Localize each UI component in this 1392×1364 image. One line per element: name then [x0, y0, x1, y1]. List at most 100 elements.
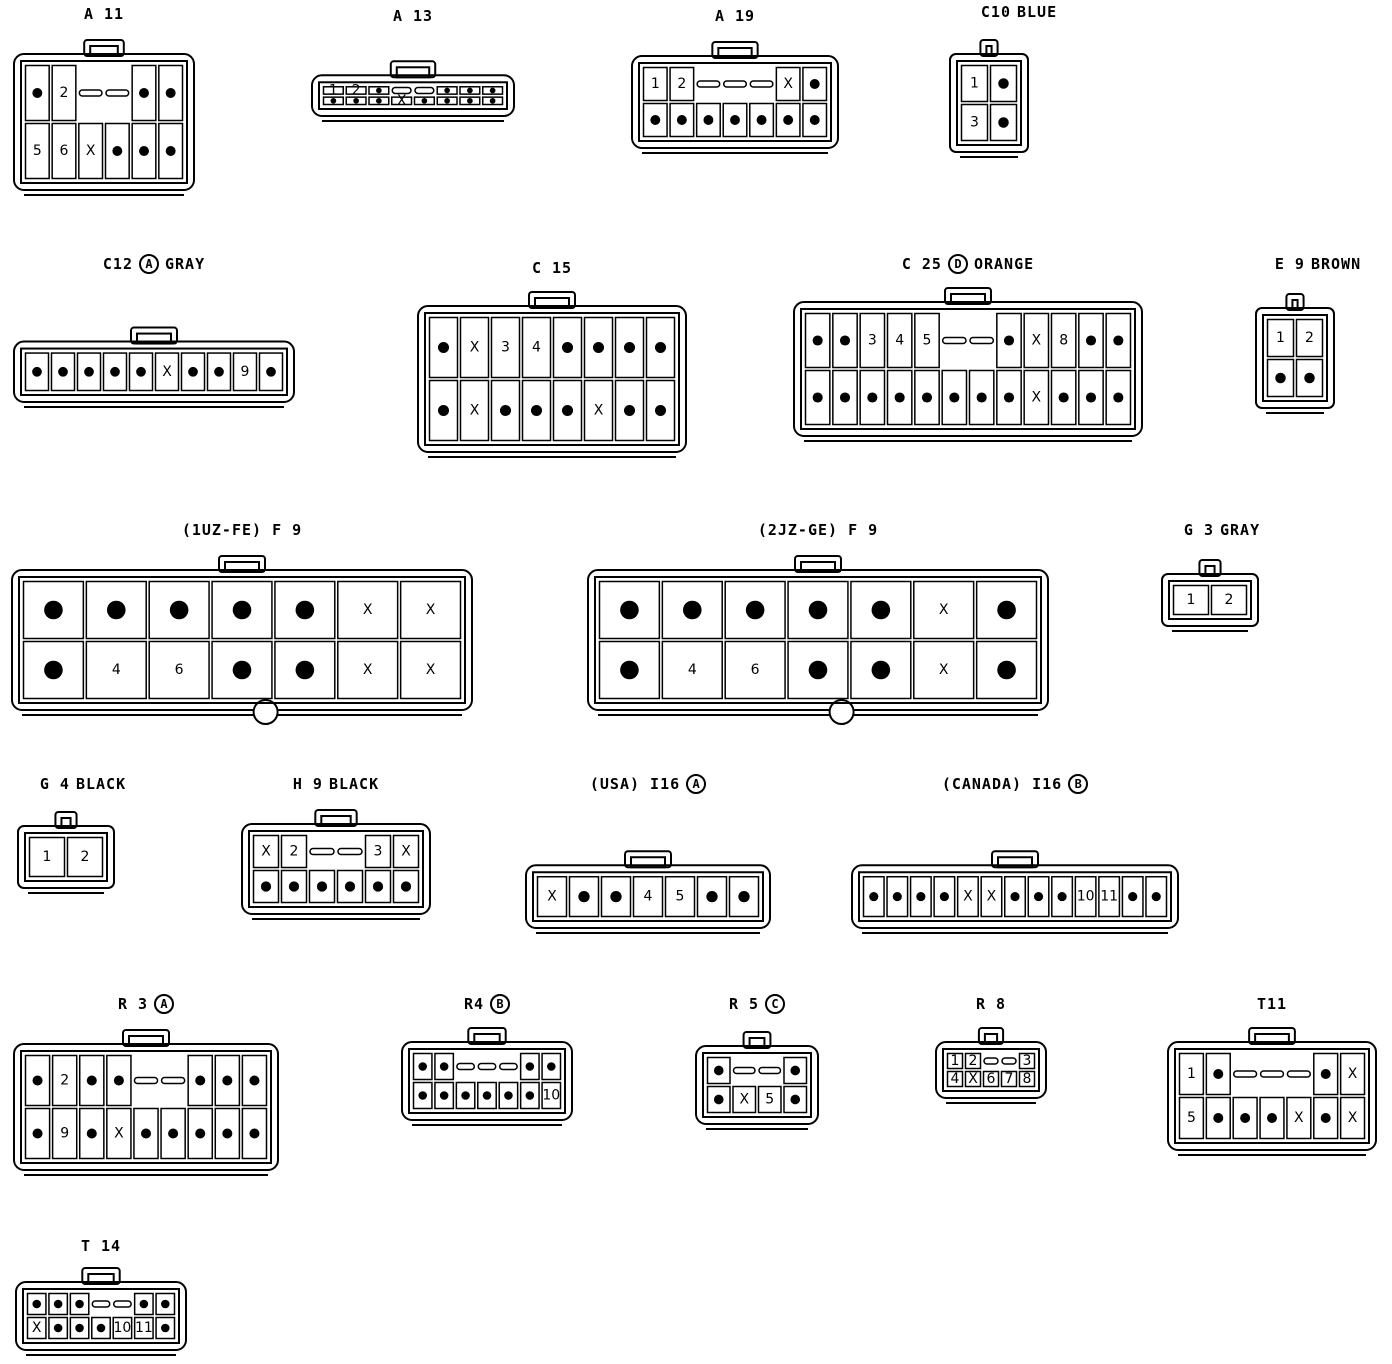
connector-color: BLACK: [328, 775, 380, 793]
pin-dot: [32, 366, 42, 377]
pin-label: 4: [895, 333, 904, 349]
pin-dot: [916, 892, 926, 902]
locking-tab-inner: [136, 332, 172, 345]
pin-label: 3: [1023, 1053, 1032, 1069]
connector-badge: A: [686, 774, 707, 794]
pin-dot: [949, 392, 960, 403]
key-slot: [983, 1057, 999, 1065]
locking-tab-inner: [89, 45, 119, 57]
pin-cavity: [1000, 1070, 1018, 1088]
pin-cavity: [241, 1107, 268, 1160]
pin-frame: [424, 312, 680, 446]
pin-dot: [1085, 392, 1097, 403]
pin-frame: [18, 576, 466, 704]
pin-dot: [713, 1094, 724, 1105]
pin-dot: [892, 892, 902, 902]
pin-cavity: [51, 122, 77, 180]
pin-dot: [499, 404, 512, 417]
pin-cavity: [51, 1107, 78, 1160]
pin-cavity: [521, 316, 552, 379]
pin-dot: [812, 392, 823, 403]
pin-dot: [467, 87, 473, 94]
pin-frame: [20, 60, 188, 184]
key-slot: [91, 1300, 111, 1308]
key-slot: [391, 86, 412, 95]
pin-dot: [756, 115, 767, 125]
pin-dot: [783, 115, 794, 125]
pin-dot: [1113, 335, 1124, 346]
pin-dot: [32, 1075, 43, 1086]
connector-label: A 11: [83, 5, 125, 23]
pin-cavity: [1105, 369, 1132, 426]
pin-cavity: [106, 1107, 132, 1160]
pin-label: 10: [542, 1088, 560, 1104]
pin-cavity: [960, 64, 989, 103]
pin-cavity: [1339, 1052, 1366, 1096]
pin-cavity: [392, 834, 420, 869]
connector-color: BROWN: [1310, 255, 1362, 273]
connector-housing: [1255, 307, 1335, 409]
pin-label: 1: [1187, 1066, 1196, 1082]
locking-tab-inner: [473, 1033, 501, 1045]
pin-label: X: [968, 1071, 978, 1087]
pin-dot: [44, 600, 63, 620]
pin-dot: [561, 341, 574, 354]
pin-label: 2: [60, 85, 69, 101]
pin-dot: [1213, 1069, 1224, 1079]
pin-label: 8: [1059, 333, 1068, 349]
pin-dot: [96, 1323, 106, 1333]
pin-cavity: [1018, 1070, 1036, 1088]
pin-dot: [353, 97, 359, 104]
pin-label: 6: [751, 662, 760, 678]
pin-cavity: [399, 640, 462, 700]
pin-label: X: [1348, 1110, 1358, 1126]
connector-color: ORANGE: [973, 255, 1035, 273]
pin-dot: [113, 1075, 124, 1086]
pin-dot: [32, 1128, 43, 1139]
pin-label: 5: [33, 143, 42, 159]
locking-tab-inner: [985, 45, 993, 57]
pin-dot: [444, 97, 450, 104]
pin-dot: [1113, 392, 1124, 403]
pin-dot: [58, 366, 68, 377]
connector-badge: C: [765, 994, 786, 1014]
pin-label: X: [32, 1320, 42, 1336]
pin-frame: [956, 60, 1022, 146]
pin-label: 2: [969, 1053, 978, 1069]
pin-dot: [161, 1299, 170, 1309]
pin-label: 9: [60, 1126, 69, 1142]
pin-label: X: [426, 662, 436, 678]
connector-c10-drawing: 13: [949, 39, 1029, 158]
key-slot: [456, 1062, 476, 1071]
key-slot: [78, 89, 103, 97]
pin-frame: [702, 1052, 812, 1118]
pin-label: 2: [81, 849, 90, 865]
pin-label: 4: [644, 889, 653, 905]
connector-housing: [851, 864, 1179, 929]
pin-cavity: [914, 312, 940, 369]
locking-tab-inner: [1291, 299, 1299, 311]
connector-housing: [311, 74, 515, 117]
pin-label: X: [783, 76, 793, 92]
pin-frame: [532, 871, 764, 922]
pin-dot: [44, 660, 63, 680]
pin-label: 3: [374, 844, 383, 860]
pin-dot: [976, 392, 987, 403]
connector-housing: [1167, 1041, 1377, 1151]
pin-dot: [344, 881, 356, 892]
pin-dot: [1003, 335, 1015, 346]
pin-dot: [136, 366, 146, 377]
connector-label: T11: [1256, 995, 1288, 1013]
connector-housing: [401, 1041, 573, 1121]
pin-dot: [86, 1128, 97, 1139]
pin-cavity: [583, 379, 614, 442]
pin-label: 1: [43, 849, 52, 865]
connector-housing: [525, 864, 771, 929]
pin-dot: [295, 600, 315, 620]
connector-label: R 5: [728, 995, 760, 1013]
pin-dot: [790, 1094, 801, 1105]
pin-frame: [1168, 580, 1252, 620]
